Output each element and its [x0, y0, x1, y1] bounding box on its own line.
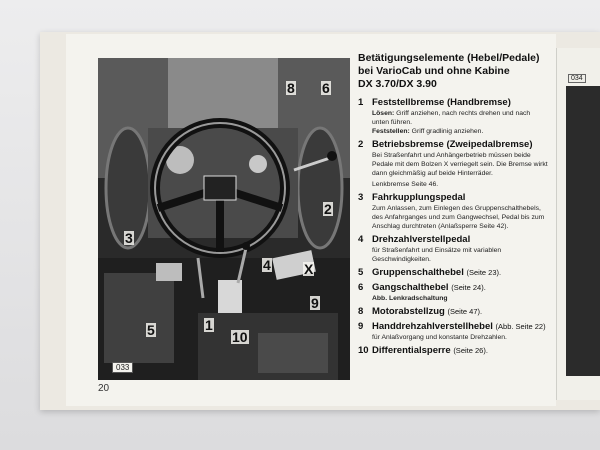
control-body: Gruppenschalthebel (Seite 23). — [372, 267, 548, 279]
control-item: 5 Gruppenschalthebel (Seite 23). — [358, 267, 548, 279]
description-text: Bei Straßenfahrt und Anhängerbetrieb müs… — [372, 152, 548, 177]
control-note: Lenkbremse Seite 46. — [372, 181, 439, 188]
control-item: 2 Betriebsbremse (Zweipedalbremse) Bei Str… — [358, 139, 548, 189]
control-title-text: Handdrehzahlverstellhebel — [372, 321, 493, 332]
control-item: 6 Gangschalthebel (Seite 24).Abb. Lenkrad… — [358, 282, 548, 303]
control-title-text: Feststellbremse (Handbremse) — [372, 97, 511, 108]
description-label: Feststellen: — [372, 128, 410, 135]
control-body: Differentialsperre (Seite 26). — [372, 345, 548, 357]
description-text: Griff gradlinig anziehen. — [411, 128, 484, 135]
control-number: 6 — [358, 282, 364, 293]
control-item: 8 Motorabstellzug (Seite 47). — [358, 306, 548, 318]
control-title-text: Gruppenschalthebel — [372, 267, 464, 278]
control-title: Fahrkupplungspedal — [372, 192, 548, 204]
page-number: 20 — [98, 383, 110, 394]
control-body: Gangschalthebel (Seite 24).Abb. Lenkrads… — [372, 282, 548, 303]
callout-4: 4 — [262, 257, 272, 273]
description-label: Abb. Lenkradschaltung — [372, 295, 448, 302]
callout-2: 2 — [323, 201, 333, 217]
control-description: für Anlaßvorgang und konstante Drehzahle… — [372, 333, 548, 342]
control-description: für Straßenfahrt und Einsätze mit variab… — [372, 246, 548, 264]
control-body: Handdrehzahlverstellhebel (Abb. Seite 22… — [372, 321, 548, 342]
right-page-picture-code: 034 — [568, 74, 586, 83]
control-title: Differentialsperre (Seite 26). — [372, 345, 548, 357]
callout-10: 10 — [231, 329, 249, 345]
control-description: Lösen: Griff anziehen, nach rechts drehe… — [372, 109, 548, 127]
control-number: 1 — [358, 97, 364, 108]
control-title-text: Motorabstellzug — [372, 306, 445, 317]
control-title: Gangschalthebel (Seite 24). — [372, 282, 548, 294]
page-reference: (Seite 24). — [451, 283, 486, 292]
callout-1: 1 — [204, 317, 214, 333]
callout-6: 6 — [321, 80, 331, 96]
control-item: 4 Drehzahlverstellpedal für Straßenfahrt u… — [358, 234, 548, 264]
controls-text-column: Betätigungselemente (Hebel/Pedale) bei V… — [358, 52, 548, 360]
control-number: 8 — [358, 306, 364, 317]
page-reference: (Abb. Seite 22) — [495, 322, 546, 331]
control-description: Feststellen: Griff gradlinig anziehen. — [372, 127, 548, 136]
description-text: Zum Anlassen, zum Einlegen des Gruppensc… — [372, 205, 545, 230]
section-title-line-2: bei VarioCab und ohne Kabine — [358, 65, 510, 77]
control-body: Motorabstellzug (Seite 47). — [372, 306, 548, 318]
description-text: für Straßenfahrt und Einsätze mit variab… — [372, 247, 502, 263]
control-title: Betriebsbremse (Zweipedalbremse) — [372, 139, 548, 151]
page-reference: (Seite 23). — [466, 268, 502, 277]
section-title-line-3: DX 3.70/DX 3.90 — [358, 78, 437, 90]
callout-x: X — [303, 261, 315, 277]
control-title: Handdrehzahlverstellhebel (Abb. Seite 22… — [372, 321, 548, 333]
right-page-photo — [566, 86, 600, 376]
control-item: 9 Handdrehzahlverstellhebel (Abb. Seite 2… — [358, 321, 548, 342]
control-number: 9 — [358, 321, 364, 332]
control-title-text: Betriebsbremse (Zweipedalbremse) — [372, 139, 533, 150]
description-text: Griff anziehen, nach rechts drehen und n… — [372, 110, 531, 126]
control-title-text: Fahrkupplungspedal — [372, 192, 466, 203]
control-title-text: Drehzahlverstellpedal — [372, 234, 471, 245]
control-title: Motorabstellzug (Seite 47). — [372, 306, 548, 318]
tractor-cockpit-photo — [98, 58, 350, 380]
control-description: Abb. Lenkradschaltung — [372, 294, 548, 303]
control-number: 5 — [358, 267, 364, 278]
control-number: 3 — [358, 192, 364, 203]
control-body: Drehzahlverstellpedal für Straßenfahrt un… — [372, 234, 548, 264]
control-title: Gruppenschalthebel (Seite 23). — [372, 267, 548, 279]
callout-5: 5 — [146, 322, 156, 338]
control-body: Feststellbremse (Handbremse)Lösen: Griff… — [372, 97, 548, 136]
control-body: Betriebsbremse (Zweipedalbremse) Bei Stra… — [372, 139, 548, 189]
control-number: 4 — [358, 234, 364, 245]
control-description: Bei Straßenfahrt und Anhängerbetrieb müs… — [372, 151, 548, 178]
page-reference: (Seite 47). — [447, 307, 483, 316]
control-number: 10 — [358, 345, 369, 356]
control-description: Zum Anlassen, zum Einlegen des Gruppensc… — [372, 204, 548, 231]
control-number: 2 — [358, 139, 364, 150]
description-label: Lösen: — [372, 110, 395, 117]
callout-9: 9 — [310, 295, 320, 311]
control-title-text: Gangschalthebel — [372, 282, 449, 293]
callout-3: 3 — [124, 230, 134, 246]
control-title-text: Differentialsperre — [372, 345, 451, 356]
section-title-line-1: Betätigungselemente (Hebel/Pedale) — [358, 52, 540, 64]
description-text: für Anlaßvorgang und konstante Drehzahle… — [372, 334, 507, 341]
callout-8: 8 — [286, 80, 296, 96]
control-title: Drehzahlverstellpedal — [372, 234, 548, 246]
picture-code: 033 — [112, 362, 134, 373]
control-title: Feststellbremse (Handbremse) — [372, 97, 548, 109]
page-reference: (Seite 26). — [453, 346, 488, 355]
